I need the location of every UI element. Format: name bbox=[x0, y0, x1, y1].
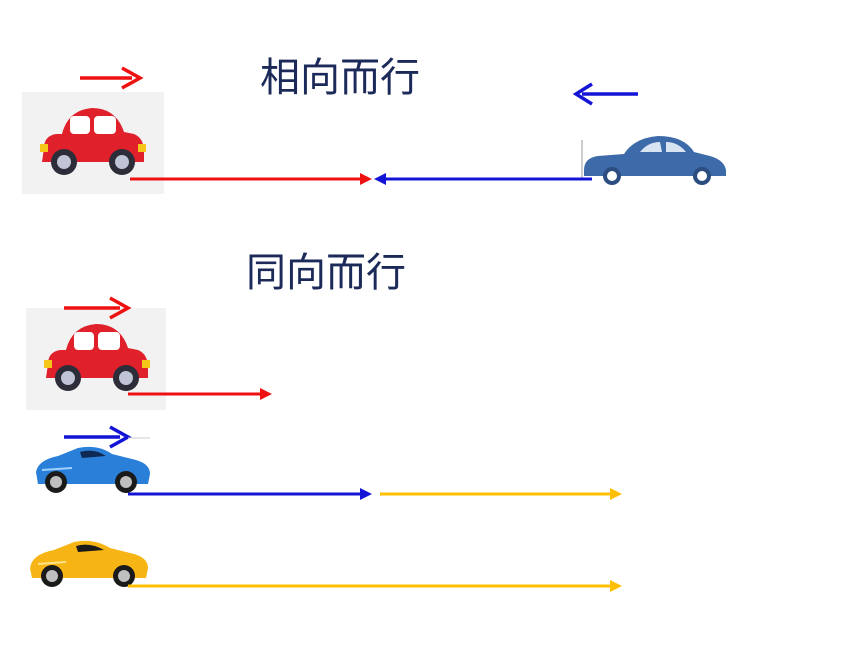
red-distance-line bbox=[130, 173, 372, 185]
blue-sports-car-icon bbox=[36, 446, 150, 493]
direction-arrow-icon bbox=[64, 296, 132, 320]
blue-distance-line bbox=[128, 488, 372, 500]
red-cartoon-car-icon bbox=[44, 324, 150, 391]
red-cartoon-car-icon bbox=[40, 108, 146, 175]
same-direction-title: 同向而行 bbox=[246, 250, 406, 296]
red-distance-line bbox=[128, 388, 272, 400]
blue-vintage-sedan-icon bbox=[581, 136, 726, 185]
yellow-distance-line bbox=[128, 580, 622, 592]
yellow-sports-car-icon bbox=[30, 540, 148, 587]
blue-distance-line bbox=[374, 173, 592, 185]
direction-arrow-icon bbox=[572, 82, 638, 106]
yellow-distance-line bbox=[380, 488, 622, 500]
direction-arrow-icon bbox=[64, 425, 150, 449]
direction-arrow-icon bbox=[80, 66, 144, 90]
opposite-direction-title: 相向而行 bbox=[260, 55, 420, 101]
